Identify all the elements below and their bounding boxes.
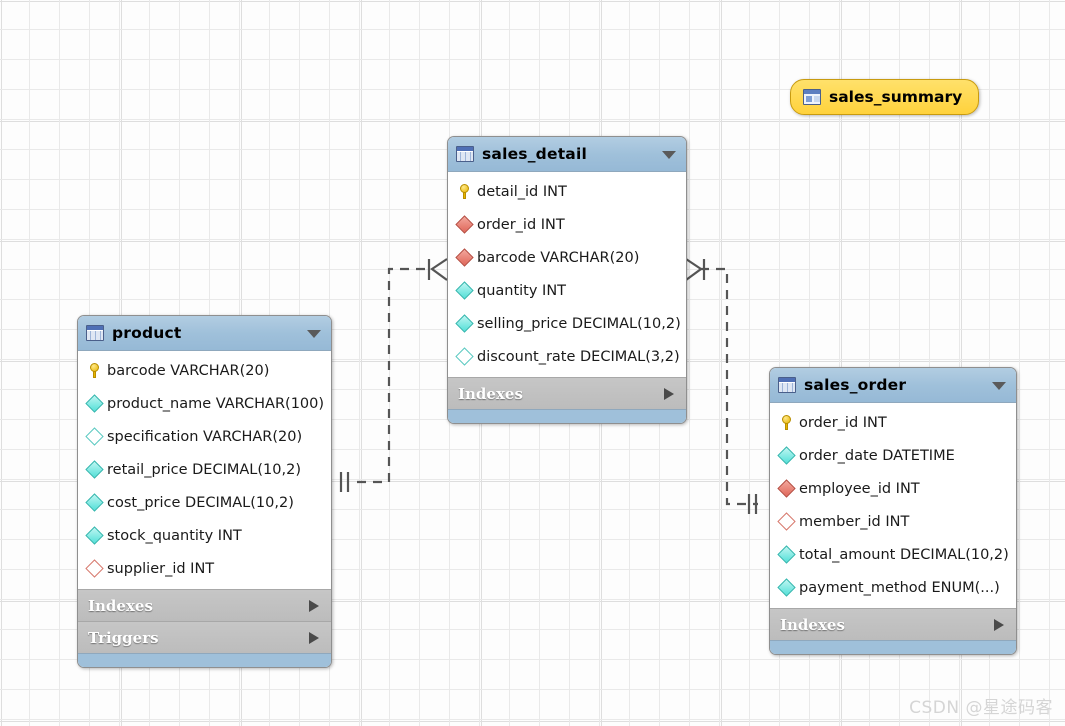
column-required-icon bbox=[455, 314, 474, 333]
triggers-label: Triggers bbox=[88, 628, 159, 647]
column-label: barcode VARCHAR(20) bbox=[477, 249, 640, 266]
column-label: order_id INT bbox=[799, 414, 887, 431]
column-label: barcode VARCHAR(20) bbox=[107, 362, 270, 379]
column-row[interactable]: order_date DATETIME bbox=[770, 439, 1016, 472]
column-label: payment_method ENUM(...) bbox=[799, 579, 1000, 596]
column-row[interactable]: member_id INT bbox=[770, 505, 1016, 538]
foreign-key-required-icon bbox=[455, 215, 474, 234]
column-row[interactable]: specification VARCHAR(20) bbox=[78, 420, 331, 453]
foreign-key-nullable-icon bbox=[777, 512, 796, 531]
table-title: sales_detail bbox=[482, 145, 587, 163]
column-label: retail_price DECIMAL(10,2) bbox=[107, 461, 301, 478]
column-label: supplier_id INT bbox=[107, 560, 215, 577]
column-required-icon bbox=[777, 578, 796, 597]
column-row[interactable]: payment_method ENUM(...) bbox=[770, 571, 1016, 604]
table-header-sales_detail[interactable]: sales_detail bbox=[448, 137, 686, 172]
column-row[interactable]: stock_quantity INT bbox=[78, 519, 331, 552]
column-row[interactable]: barcode VARCHAR(20) bbox=[78, 354, 331, 387]
chevron-right-icon[interactable] bbox=[309, 599, 319, 612]
column-row[interactable]: order_id INT bbox=[770, 406, 1016, 439]
column-label: stock_quantity INT bbox=[107, 527, 242, 544]
table-footer-bar bbox=[78, 653, 331, 667]
column-list-sales_order: order_id INT order_date DATETIME employe… bbox=[770, 403, 1016, 608]
column-label: member_id INT bbox=[799, 513, 910, 530]
column-nullable-icon bbox=[85, 427, 104, 446]
indexes-section-product[interactable]: Indexes bbox=[78, 589, 331, 621]
column-label: employee_id INT bbox=[799, 480, 920, 497]
table-header-sales_order[interactable]: sales_order bbox=[770, 368, 1016, 403]
indexes-section-sales_order[interactable]: Indexes bbox=[770, 608, 1016, 640]
column-row[interactable]: discount_rate DECIMAL(3,2) bbox=[448, 340, 686, 373]
indexes-section-sales_detail[interactable]: Indexes bbox=[448, 377, 686, 409]
chevron-right-icon[interactable] bbox=[994, 618, 1004, 631]
view-node-sales_summary[interactable]: sales_summary bbox=[790, 79, 980, 115]
indexes-label: Indexes bbox=[458, 384, 523, 403]
chevron-right-icon[interactable] bbox=[309, 631, 319, 644]
column-label: selling_price DECIMAL(10,2) bbox=[477, 315, 681, 332]
column-label: discount_rate DECIMAL(3,2) bbox=[477, 348, 680, 365]
column-label: total_amount DECIMAL(10,2) bbox=[799, 546, 1009, 563]
view-icon bbox=[803, 89, 821, 105]
table-node-sales_order[interactable]: sales_order order_id INT order_date DATE… bbox=[769, 367, 1017, 655]
foreign-key-required-icon bbox=[455, 248, 474, 267]
table-header-product[interactable]: product bbox=[78, 316, 331, 351]
foreign-key-required-icon bbox=[777, 479, 796, 498]
column-required-icon bbox=[85, 493, 104, 512]
column-label: detail_id INT bbox=[477, 183, 567, 200]
column-row[interactable]: product_name VARCHAR(100) bbox=[78, 387, 331, 420]
triggers-section-product[interactable]: Triggers bbox=[78, 621, 331, 653]
column-row[interactable]: total_amount DECIMAL(10,2) bbox=[770, 538, 1016, 571]
table-icon bbox=[456, 146, 474, 162]
watermark: CSDN @星途码客 bbox=[909, 698, 1053, 718]
column-nullable-icon bbox=[455, 347, 474, 366]
indexes-label: Indexes bbox=[88, 596, 153, 615]
table-title: sales_order bbox=[804, 376, 907, 394]
table-footer-bar bbox=[770, 640, 1016, 654]
column-label: specification VARCHAR(20) bbox=[107, 428, 303, 445]
column-row[interactable]: order_id INT bbox=[448, 208, 686, 241]
chevron-right-icon[interactable] bbox=[664, 387, 674, 400]
column-required-icon bbox=[85, 460, 104, 479]
column-label: quantity INT bbox=[477, 282, 567, 299]
column-row[interactable]: retail_price DECIMAL(10,2) bbox=[78, 453, 331, 486]
foreign-key-nullable-icon bbox=[85, 559, 104, 578]
column-row[interactable]: detail_id INT bbox=[448, 175, 686, 208]
primary-key-icon bbox=[88, 363, 101, 378]
column-row[interactable]: quantity INT bbox=[448, 274, 686, 307]
column-required-icon bbox=[85, 394, 104, 413]
table-node-product[interactable]: product barcode VARCHAR(20) product_name… bbox=[77, 315, 332, 668]
chevron-down-icon[interactable] bbox=[307, 330, 321, 338]
primary-key-icon bbox=[458, 184, 471, 199]
relationship-product-sales_detail bbox=[357, 267, 432, 484]
view-title: sales_summary bbox=[829, 88, 963, 106]
column-required-icon bbox=[455, 281, 474, 300]
chevron-down-icon[interactable] bbox=[992, 382, 1006, 390]
indexes-label: Indexes bbox=[780, 615, 845, 634]
column-required-icon bbox=[777, 446, 796, 465]
column-list-product: barcode VARCHAR(20) product_name VARCHAR… bbox=[78, 351, 331, 589]
table-node-sales_detail[interactable]: sales_detail detail_id INT order_id INT … bbox=[447, 136, 687, 424]
column-row[interactable]: barcode VARCHAR(20) bbox=[448, 241, 686, 274]
column-row[interactable]: employee_id INT bbox=[770, 472, 1016, 505]
cardinality-many-sales_detail-left bbox=[430, 258, 448, 281]
cardinality-many-sales_detail-right bbox=[685, 258, 703, 281]
column-required-icon bbox=[777, 545, 796, 564]
table-icon bbox=[86, 325, 104, 341]
column-required-icon bbox=[85, 526, 104, 545]
primary-key-icon bbox=[780, 415, 793, 430]
column-row[interactable]: selling_price DECIMAL(10,2) bbox=[448, 307, 686, 340]
column-list-sales_detail: detail_id INT order_id INT barcode VARCH… bbox=[448, 172, 686, 377]
table-title: product bbox=[112, 324, 182, 342]
column-label: product_name VARCHAR(100) bbox=[107, 395, 325, 412]
column-label: order_date DATETIME bbox=[799, 447, 955, 464]
table-icon bbox=[778, 377, 796, 393]
column-row[interactable]: supplier_id INT bbox=[78, 552, 331, 585]
chevron-down-icon[interactable] bbox=[662, 151, 676, 159]
column-label: order_id INT bbox=[477, 216, 565, 233]
table-footer-bar bbox=[448, 409, 686, 423]
column-row[interactable]: cost_price DECIMAL(10,2) bbox=[78, 486, 331, 519]
column-label: cost_price DECIMAL(10,2) bbox=[107, 494, 294, 511]
relationship-sales_order-sales_detail bbox=[700, 267, 758, 506]
